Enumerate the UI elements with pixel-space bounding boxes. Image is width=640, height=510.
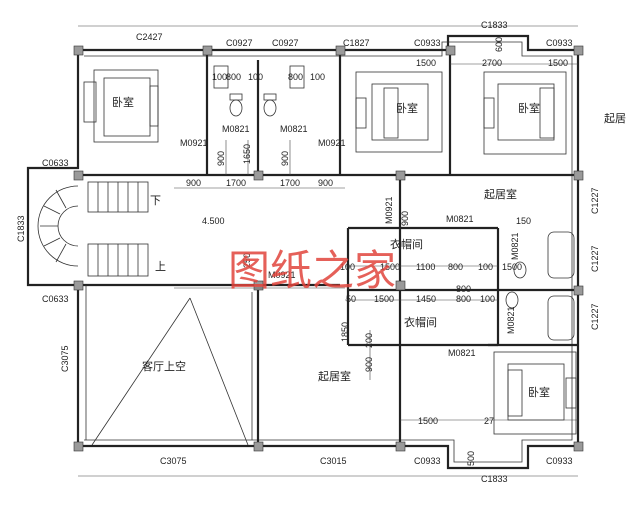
dimension-label: 900: [186, 178, 201, 188]
toilet-icon: [263, 93, 277, 117]
window-code: C0933: [414, 38, 441, 48]
dimension-label: 100: [248, 72, 263, 82]
dimension-label: 150: [516, 216, 531, 226]
window-code: C0927: [226, 38, 253, 48]
closet-label: 衣帽间: [390, 237, 423, 251]
window-code: C0633: [42, 158, 69, 168]
door-code: M0921: [318, 138, 346, 148]
dimension-label: 1500: [374, 294, 394, 304]
door-code: M0821: [280, 124, 308, 134]
bedroom-label: 卧室: [396, 101, 418, 115]
window-code: C2427: [136, 32, 163, 42]
dimension-label: 100: [310, 72, 325, 82]
bedroom-label: 卧室: [112, 95, 134, 109]
dimension-label: 1650: [242, 144, 252, 164]
dimension-label: 1500: [418, 416, 438, 426]
dimension-label: 900: [318, 178, 333, 188]
dimension-label: 1450: [416, 294, 436, 304]
dimension-label: 1500: [548, 58, 568, 68]
watermark: 图纸之家: [228, 246, 396, 295]
living-edge-label: 起居: [604, 112, 626, 125]
dimension-label: 100: [340, 262, 355, 272]
dimension-label: 200: [364, 333, 374, 348]
dimension-label: 250: [242, 253, 252, 268]
window-code: C3015: [320, 456, 347, 466]
living-room-label: 起居室: [318, 369, 351, 383]
void-label: 客厅上空: [142, 359, 186, 373]
dimension-label: 1100: [416, 262, 435, 272]
door-code: M0821: [446, 214, 474, 224]
bedroom-label: 卧室: [518, 101, 540, 115]
dimension-label: 800: [456, 294, 471, 304]
bed-icon: [355, 71, 443, 153]
bathtub-icon: [547, 231, 575, 341]
window-code: C1833: [16, 215, 26, 242]
door-code: M0821: [510, 232, 520, 260]
dimension-label: 27: [484, 416, 494, 426]
interior-walls: [78, 50, 578, 446]
door-code: M0821: [448, 348, 476, 358]
dimension-label: 900: [400, 211, 410, 226]
door-code: M0921: [268, 270, 296, 280]
closet-label: 衣帽间: [404, 315, 437, 329]
window-code: C1227: [590, 187, 600, 214]
toilet-icon: [229, 93, 243, 117]
stair-down-label: 下: [150, 194, 161, 207]
window-code: C0927: [272, 38, 299, 48]
dimension-label: 900: [216, 151, 226, 166]
bed-icon: [483, 71, 567, 155]
bedroom-label: 卧室: [528, 385, 550, 399]
stair-run: [87, 181, 149, 277]
dimension-label: 1700: [280, 178, 300, 188]
dimension-label: 900: [364, 357, 374, 372]
window-code: C1833: [481, 474, 508, 484]
dimension-lines: [78, 25, 578, 477]
exterior-walls: [26, 34, 580, 470]
dimension-label: 800: [456, 284, 471, 294]
sink-icon: [213, 65, 305, 89]
dimension-label: 1500: [380, 262, 400, 272]
dimension-label: 800: [226, 72, 241, 82]
window-code: C1227: [590, 303, 600, 330]
dimension-label: 800: [448, 262, 463, 272]
structural-columns: [73, 45, 584, 452]
door-code: M0821: [222, 124, 250, 134]
dimension-label: 4.500: [202, 216, 225, 226]
stair-up-label: 上: [155, 260, 166, 273]
dimension-label: 1850: [340, 322, 350, 342]
window-code: C0933: [546, 456, 573, 466]
dimension-label: 1700: [226, 178, 246, 188]
dimension-label: 1500: [502, 262, 522, 272]
dimension-label: 900: [280, 151, 290, 166]
dimension-label: 1500: [416, 58, 436, 68]
void-markers: [91, 297, 249, 446]
window-code: C3075: [60, 345, 70, 372]
window-code: C1227: [590, 245, 600, 272]
dimension-label: 100: [478, 262, 493, 272]
door-code: M0921: [384, 196, 394, 224]
dimension-label: 50: [346, 294, 356, 304]
window-code: C0933: [546, 38, 573, 48]
dimension-label: 100: [212, 72, 227, 82]
dimension-label: 600: [494, 37, 504, 52]
door-code: M0821: [506, 306, 516, 334]
spiral-stair: [37, 185, 79, 267]
window-code: C1833: [481, 20, 508, 30]
window-code: C0633: [42, 294, 69, 304]
dimension-label: 500: [466, 451, 476, 466]
dimension-label: 800: [288, 72, 303, 82]
living-room-label: 起居室: [484, 187, 517, 201]
toilet-icon: [505, 261, 527, 309]
bed-icon: [83, 69, 159, 143]
window-code: C1827: [343, 38, 370, 48]
dimension-label: 100: [480, 294, 495, 304]
dimension-label: 2700: [482, 58, 502, 68]
window-code: C0933: [414, 456, 441, 466]
door-code: M0921: [180, 138, 208, 148]
window-code: C3075: [160, 456, 187, 466]
